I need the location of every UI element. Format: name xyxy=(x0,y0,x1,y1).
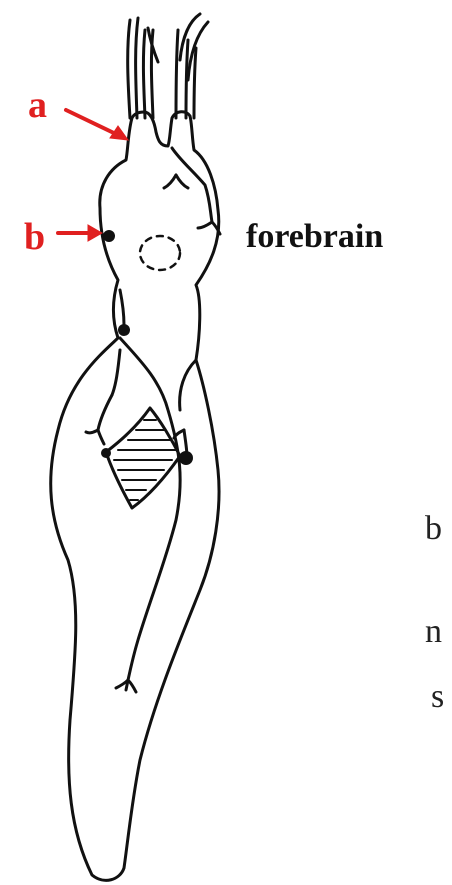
arrow-b xyxy=(58,225,102,241)
label-b: b xyxy=(24,218,45,256)
olfactory-fibres xyxy=(128,14,208,118)
edge-text-3: s xyxy=(431,680,444,714)
label-forebrain: forebrain xyxy=(246,220,383,254)
hatched-region xyxy=(106,408,180,508)
node-b xyxy=(103,230,115,242)
edge-text-1: b xyxy=(425,512,442,546)
arrow-a xyxy=(66,110,128,140)
cerebellum-contour xyxy=(120,338,180,690)
nerve-right-lobe xyxy=(172,148,212,222)
dashed-circle xyxy=(140,236,180,270)
nerve-left-lobe xyxy=(120,290,124,325)
node-mid xyxy=(118,324,130,336)
label-a: a xyxy=(28,86,47,124)
node-right xyxy=(179,451,193,465)
node-left xyxy=(101,448,111,458)
brain-outline xyxy=(51,112,219,881)
edge-text-2: n xyxy=(425,615,442,649)
lobe-contour xyxy=(180,360,196,410)
